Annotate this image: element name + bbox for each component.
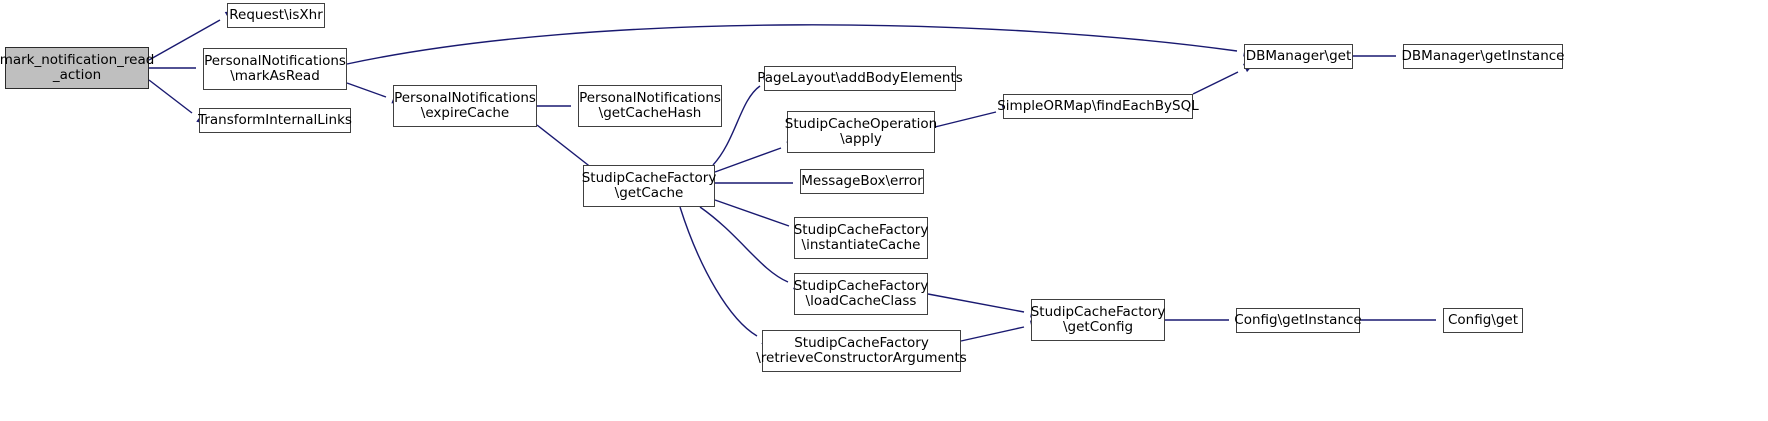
node-label-transforminternallinks: TransformInternalLinks (198, 111, 352, 128)
node-dbmanager_get[interactable]: DBManager\get (1244, 44, 1353, 69)
edge-personalnotifications_markasread-to-personalnotifications_expirecache (346, 82, 387, 98)
node-label-personalnotifications_expirecache: PersonalNotifications \expireCache (394, 89, 536, 121)
edge-studipcachefactory_retrieveconstructorarguments-to-studipcachefactory_getconfig (960, 326, 1025, 342)
node-label-personalnotifications_getcachehash: PersonalNotifications \getCacheHash (579, 89, 721, 121)
edge-mark_notification_read_action-to-transforminternallinks (148, 79, 193, 114)
node-label-config_get: Config\get (1447, 311, 1519, 328)
node-label-pagelayout_addbodyelements: PageLayout\addBodyElements (757, 69, 963, 86)
node-label-studipcachefactory_getconfig: StudipCacheFactory \getConfig (1030, 303, 1166, 335)
node-personalnotifications_markasread[interactable]: PersonalNotifications \markAsRead (203, 48, 347, 90)
node-label-messagebox_error: MessageBox\error (801, 172, 923, 189)
node-label-studipcachefactory_retrieveconstructorarguments: StudipCacheFactory \retrieveConstructorA… (756, 334, 967, 366)
node-label-mark_notification_read_action: mark_notification_read _action (0, 51, 155, 83)
node-personalnotifications_expirecache[interactable]: PersonalNotifications \expireCache (393, 85, 537, 127)
node-transforminternallinks[interactable]: TransformInternalLinks (198, 108, 352, 133)
edge-studipcachefactory_getcache-to-studipcacheoperation_apply (714, 147, 782, 173)
node-studipcachefactory_getconfig[interactable]: StudipCacheFactory \getConfig (1031, 299, 1165, 341)
edge-simpleormap_findeachbysql-to-dbmanager_get (1192, 71, 1239, 95)
node-config_get[interactable]: Config\get (1443, 308, 1523, 333)
node-label-simpleormap_findeachbysql: SimpleORMap\findEachBySQL (997, 97, 1199, 114)
edge-studipcacheoperation_apply-to-simpleormap_findeachbysql (934, 111, 997, 128)
edge-personalnotifications_markasread-to-dbmanager_get (346, 24, 1238, 65)
node-simpleormap_findeachbysql[interactable]: SimpleORMap\findEachBySQL (997, 94, 1199, 119)
node-studipcachefactory_instantiatecache[interactable]: StudipCacheFactory \instantiateCache (794, 217, 928, 259)
node-label-studipcacheoperation_apply: StudipCacheOperation \apply (784, 115, 938, 147)
edge-studipcachefactory_getcache-to-studipcachefactory_retrieveconstructorarguments (679, 206, 758, 337)
node-label-dbmanager_getinstance: DBManager\getInstance (1401, 47, 1565, 64)
node-request_isxhr[interactable]: Request\isXhr (227, 3, 325, 28)
node-label-studipcachefactory_getcache: StudipCacheFactory \getCache (581, 169, 717, 201)
node-pagelayout_addbodyelements[interactable]: PageLayout\addBodyElements (757, 66, 963, 91)
node-label-studipcachefactory_loadcacheclass: StudipCacheFactory \loadCacheClass (793, 277, 929, 309)
node-studipcachefactory_retrieveconstructorarguments[interactable]: StudipCacheFactory \retrieveConstructorA… (756, 330, 967, 372)
edge-studipcachefactory_getcache-to-studipcachefactory_instantiatecache (714, 199, 790, 227)
edge-studipcachefactory_loadcacheclass-to-studipcachefactory_getconfig (927, 293, 1025, 313)
node-messagebox_error[interactable]: MessageBox\error (800, 169, 924, 194)
node-studipcachefactory_getcache[interactable]: StudipCacheFactory \getCache (582, 165, 716, 207)
node-label-studipcachefactory_instantiatecache: StudipCacheFactory \instantiateCache (793, 221, 929, 253)
node-label-request_isxhr: Request\isXhr (229, 6, 323, 23)
node-mark_notification_read_action[interactable]: mark_notification_read _action (0, 47, 154, 89)
node-personalnotifications_getcachehash[interactable]: PersonalNotifications \getCacheHash (578, 85, 722, 127)
node-studipcacheoperation_apply[interactable]: StudipCacheOperation \apply (785, 111, 937, 153)
node-studipcachefactory_loadcacheclass[interactable]: StudipCacheFactory \loadCacheClass (794, 273, 928, 315)
node-dbmanager_getinstance[interactable]: DBManager\getInstance (1402, 44, 1565, 69)
node-label-personalnotifications_markasread: PersonalNotifications \markAsRead (204, 52, 346, 84)
node-label-config_getinstance: Config\getInstance (1234, 311, 1362, 328)
edge-studipcachefactory_getcache-to-studipcachefactory_loadcacheclass (699, 206, 789, 283)
node-label-dbmanager_get: DBManager\get (1245, 47, 1352, 64)
node-config_getinstance[interactable]: Config\getInstance (1234, 308, 1362, 333)
